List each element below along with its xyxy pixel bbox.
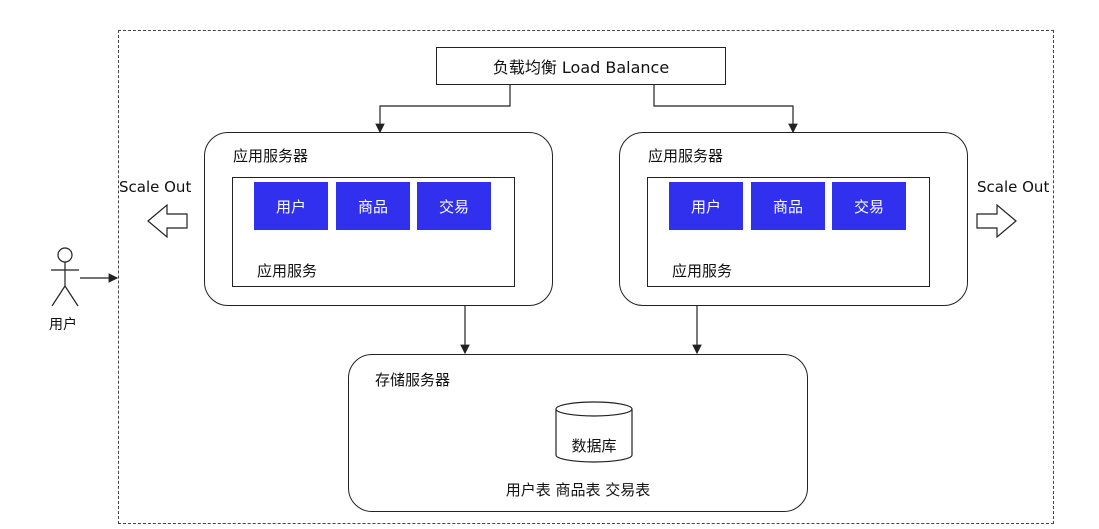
scale-out-right-arrow-icon	[976, 203, 1017, 239]
storage-server: 存储服务器 数据库 用户表 商品表 交易表	[348, 354, 808, 512]
module-trade: 交易	[832, 182, 906, 230]
scale-out-left-label: Scale Out	[119, 178, 192, 196]
app-service-label: 应用服务	[257, 262, 318, 280]
module-product: 商品	[751, 182, 825, 230]
app-service-container: 用户 商品 交易 应用服务	[232, 177, 515, 287]
storage-server-title: 存储服务器	[375, 371, 451, 389]
module-product: 商品	[336, 182, 410, 230]
module-user: 用户	[254, 182, 328, 230]
app-server-right: 应用服务器 用户 商品 交易 应用服务	[619, 132, 968, 306]
lb-to-right-server-arrow	[653, 85, 798, 134]
load-balancer-label: 负载均衡 Load Balance	[492, 58, 670, 77]
app-service-container: 用户 商品 交易 应用服务	[647, 177, 930, 287]
database-icon	[555, 401, 633, 463]
scale-out-left-arrow-icon	[147, 203, 188, 239]
module-user: 用户	[669, 182, 743, 230]
database-label: 数据库	[571, 437, 617, 455]
user-label: 用户	[49, 317, 77, 333]
system-boundary	[118, 30, 1054, 524]
app-server-left: 应用服务器 用户 商品 交易 应用服务	[204, 132, 553, 306]
tables-label: 用户表 商品表 交易表	[505, 481, 651, 499]
lb-to-left-server-arrow	[375, 85, 511, 134]
app-service-label: 应用服务	[672, 262, 733, 280]
load-balancer-box: 负载均衡 Load Balance	[436, 47, 726, 85]
module-trade: 交易	[417, 182, 491, 230]
user-actor-icon	[51, 247, 79, 307]
app-server-title: 应用服务器	[648, 147, 724, 165]
scale-out-right-label: Scale Out	[977, 178, 1050, 196]
app-server-title: 应用服务器	[233, 147, 309, 165]
